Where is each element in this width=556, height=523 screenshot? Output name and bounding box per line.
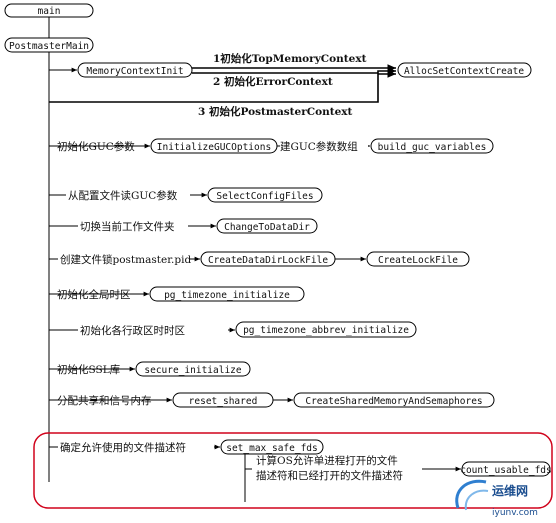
postmaster-main-node[interactable]: PostmasterMain: [4, 37, 94, 53]
label-mask: [78, 219, 188, 233]
create-data-dir-lock-file-label: CreateDataDirLockFile: [208, 255, 328, 266]
select-config-files-node[interactable]: SelectConfigFiles: [207, 187, 323, 203]
arrow-error-context: [192, 67, 396, 75]
set-max-safe-fds-label: set_max_safe_fds: [226, 443, 318, 454]
secure-initialize-node[interactable]: secure_initialize: [135, 361, 251, 377]
alloc-set-context-create-label: AllocSetContextCreate: [404, 66, 524, 77]
memory-context-init-label: MemoryContextInit: [86, 66, 183, 77]
create-data-dir-lock-file-node[interactable]: CreateDataDirLockFile: [200, 251, 336, 267]
label-init-top-memory-context: 1初始化TopMemoryContext: [213, 52, 367, 65]
build-guc-variables-label: build_guc_variables: [378, 142, 487, 153]
alloc-set-context-create-node[interactable]: AllocSetContextCreate: [397, 62, 532, 78]
label-mask: [58, 252, 190, 266]
label-switch-cwd: 切换当前工作文件夹: [80, 220, 175, 233]
main-node[interactable]: main: [4, 3, 94, 18]
initialize-guc-options-label: InitializeGUCOptions: [157, 142, 271, 153]
label-alloc-shared-mem-signals: 分配共享和信号内存: [57, 394, 152, 407]
reset-shared-node[interactable]: reset_shared: [172, 392, 274, 408]
create-shared-memory-and-semaphores-label: CreateSharedMemoryAndSemaphores: [305, 396, 482, 407]
create-lock-file-label: CreateLockFile: [378, 255, 458, 266]
create-shared-memory-and-semaphores-node[interactable]: CreateSharedMemoryAndSemaphores: [293, 392, 495, 408]
label-init-regional-timezones: 初始化各行政区时时区: [80, 324, 185, 337]
main-node-label: main: [38, 6, 61, 17]
label-mask: [66, 188, 190, 202]
label-mask: [252, 455, 422, 483]
watermark-site-name: 运维网: [492, 483, 528, 498]
label-init-global-timezone: 初始化全局时区: [57, 288, 131, 301]
initialize-guc-options-node[interactable]: InitializeGUCOptions: [150, 138, 278, 154]
postmaster-main-node-label: PostmasterMain: [9, 41, 89, 52]
arrow-postmaster-context: [49, 70, 396, 103]
label-mask: [280, 139, 368, 153]
label-init-error-context: 2 初始化ErrorContext: [213, 75, 333, 88]
pg-timezone-abbrev-initialize-node[interactable]: pg_timezone_abbrev_initialize: [235, 321, 417, 338]
site-watermark: 运维网 iyunv.com: [455, 479, 538, 518]
create-lock-file-node[interactable]: CreateLockFile: [366, 251, 470, 267]
label-calc-os-allowed-line2: 描述符和已经打开的文件描述符: [256, 469, 403, 482]
label-calc-os-allowed-line1: 计算OS允许单进程打开的文件: [256, 454, 398, 467]
label-mask: [58, 440, 214, 454]
label-build-guc-array: 建GUC参数数组: [280, 140, 358, 153]
set-max-safe-fds-node[interactable]: set_max_safe_fds: [220, 439, 324, 455]
count-usable-fds-label: count_usable_fds: [460, 465, 552, 476]
pg-timezone-initialize-node[interactable]: pg_timezone_initialize: [149, 286, 305, 302]
build-guc-variables-node[interactable]: build_guc_variables: [370, 138, 494, 154]
pg-timezone-abbrev-initialize-label: pg_timezone_abbrev_initialize: [243, 325, 409, 336]
secure-initialize-label: secure_initialize: [144, 365, 242, 376]
change-to-data-dir-node[interactable]: ChangeToDataDir: [216, 218, 318, 234]
change-to-data-dir-label: ChangeToDataDir: [224, 222, 310, 233]
watermark-logo-icon: [455, 479, 489, 511]
label-read-guc-from-config: 从配置文件读GUC参数: [68, 189, 178, 202]
label-init-postmaster-context: 3 初始化PostmasterContext: [198, 105, 353, 118]
label-init-guc-params: 初始化GUC参数: [57, 140, 135, 153]
label-mask: [78, 323, 228, 337]
label-init-ssl-lib: 初始化SSL库: [57, 363, 120, 376]
reset-shared-label: reset_shared: [189, 396, 258, 407]
pg-timezone-initialize-label: pg_timezone_initialize: [164, 290, 290, 301]
label-determine-allowed-fds: 确定允许使用的文件描述符: [60, 441, 186, 454]
select-config-files-label: SelectConfigFiles: [216, 191, 313, 202]
count-usable-fds-node[interactable]: count_usable_fds: [460, 461, 552, 477]
watermark-site-url: iyunv.com: [492, 508, 538, 518]
memory-context-init-node[interactable]: MemoryContextInit: [77, 62, 193, 78]
label-create-file-lock: 创建文件锁postmaster.pid: [60, 253, 191, 266]
highlight-region: [33, 432, 553, 509]
